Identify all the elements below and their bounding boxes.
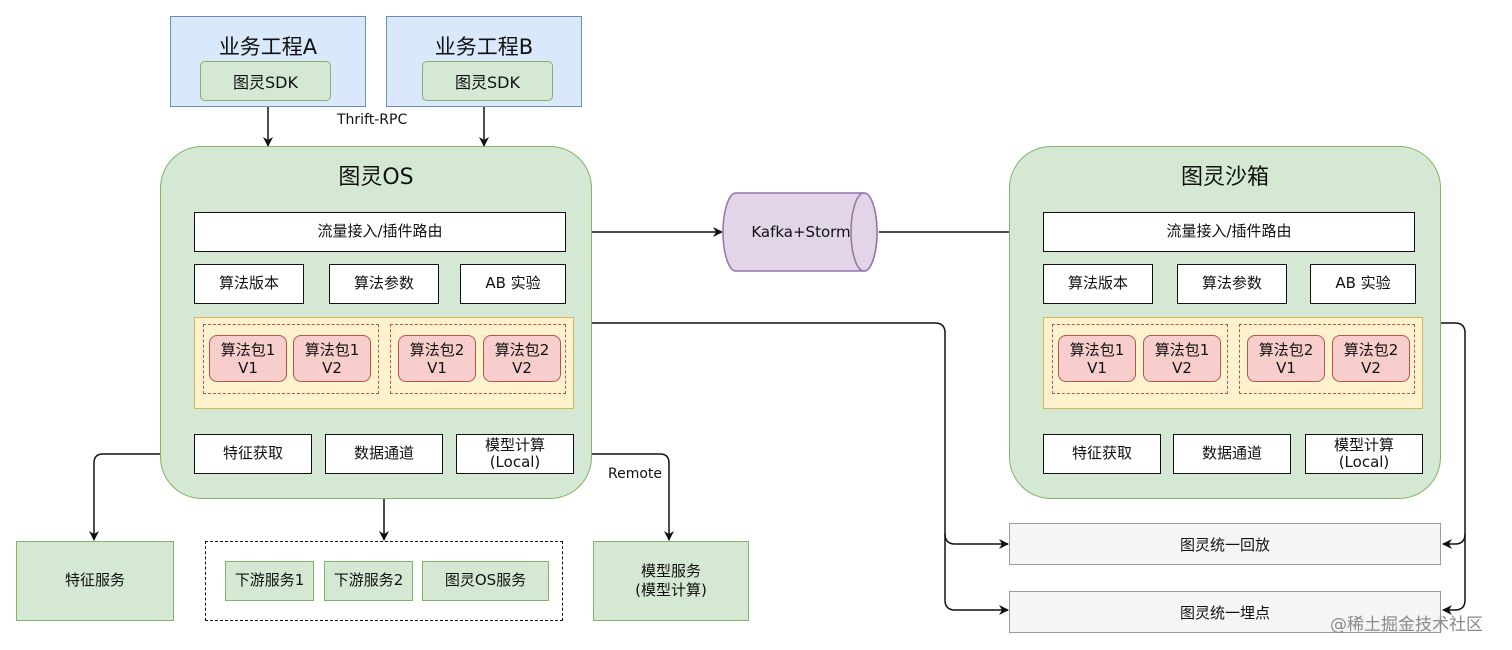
os-algo-params: 算法参数 <box>329 264 439 304</box>
business-project-b: 业务工程B 图灵SDK <box>386 16 582 107</box>
sandbox-algo-package-2-v1: 算法包2 V1 <box>1247 335 1325 382</box>
os-model-calc-local: 模型计算 (Local) <box>456 434 574 474</box>
os-package-group-2 <box>390 324 566 394</box>
os-ab-test: AB 实验 <box>460 264 566 304</box>
model-service-sublabel: (模型计算) <box>635 581 707 599</box>
package-version: V2 <box>1172 358 1192 377</box>
package-name: 算法包2 <box>494 340 550 359</box>
model-service-label: 模型服务 <box>640 561 701 580</box>
sandbox-data-channel: 数据通道 <box>1173 434 1291 474</box>
watermark: @稀土掘金技术社区 <box>1330 615 1483 635</box>
package-version: V2 <box>1361 358 1381 377</box>
model-service: 模型服务 (模型计算) <box>593 541 749 621</box>
package-version: V1 <box>1087 358 1107 377</box>
os-algo-package-1-v2: 算法包1 V2 <box>293 335 371 382</box>
model-calc-local-label: (Local) <box>489 453 541 471</box>
turing-os-service: 图灵OS服务 <box>422 561 549 601</box>
os-data-channel: 数据通道 <box>325 434 443 474</box>
model-calc-label: 模型计算 <box>1333 435 1394 454</box>
unified-tracking: 图灵统一埋点 <box>1009 591 1441 633</box>
sandbox-algo-params: 算法参数 <box>1177 264 1287 304</box>
os-algo-version: 算法版本 <box>194 264 304 304</box>
package-name: 算法包1 <box>1069 340 1125 359</box>
package-name: 算法包1 <box>304 340 360 359</box>
unified-replay: 图灵统一回放 <box>1009 523 1441 565</box>
os-feature-fetch: 特征获取 <box>194 434 312 474</box>
turing-os-title: 图灵OS <box>338 165 414 190</box>
os-algo-package-1-v1: 算法包1 V1 <box>209 335 287 382</box>
business-project-b-title: 业务工程B <box>434 35 534 59</box>
package-version: V1 <box>1276 358 1296 377</box>
sandbox-package-group-2 <box>1239 324 1415 394</box>
sandbox-algo-package-1-v1: 算法包1 V1 <box>1058 335 1136 382</box>
business-project-a-title: 业务工程A <box>218 35 318 59</box>
kafka-storm-queue <box>722 192 878 272</box>
sandbox-feature-fetch: 特征获取 <box>1043 434 1161 474</box>
business-project-a: 业务工程A 图灵SDK <box>170 16 366 107</box>
sandbox-traffic-routing: 流量接入/插件路由 <box>1043 212 1415 252</box>
model-calc-label: 模型计算 <box>484 435 545 454</box>
rpc-label: Thrift-RPC <box>337 112 408 128</box>
downstream-service-1: 下游服务1 <box>225 561 314 601</box>
sandbox-package-group-1 <box>1052 324 1228 394</box>
package-name: 算法包2 <box>409 340 465 359</box>
os-package-group-1 <box>203 324 379 394</box>
sandbox-algo-package-2-v2: 算法包2 V2 <box>1332 335 1410 382</box>
feature-service: 特征服务 <box>16 541 174 621</box>
package-version: V2 <box>512 358 532 377</box>
turing-sdk-b: 图灵SDK <box>422 61 553 101</box>
package-name: 算法包2 <box>1258 340 1314 359</box>
remote-label: Remote <box>608 466 663 482</box>
package-version: V1 <box>427 358 447 377</box>
os-traffic-routing: 流量接入/插件路由 <box>194 212 566 252</box>
package-name: 算法包1 <box>220 340 276 359</box>
sandbox-ab-test: AB 实验 <box>1310 264 1416 304</box>
kafka-storm-label: Kafka+Storm <box>751 223 851 241</box>
turing-sdk-a: 图灵SDK <box>200 61 331 101</box>
model-calc-local-label: (Local) <box>1338 453 1390 471</box>
downstream-service-2: 下游服务2 <box>324 561 413 601</box>
package-name: 算法包1 <box>1154 340 1210 359</box>
sandbox-algo-package-1-v2: 算法包1 V2 <box>1143 335 1221 382</box>
turing-sandbox-title: 图灵沙箱 <box>1180 165 1269 190</box>
os-algo-package-2-v1: 算法包2 V1 <box>398 335 476 382</box>
package-version: V1 <box>238 358 258 377</box>
sandbox-algo-version: 算法版本 <box>1043 264 1153 304</box>
package-version: V2 <box>322 358 342 377</box>
sandbox-model-calc-local: 模型计算 (Local) <box>1305 434 1423 474</box>
package-name: 算法包2 <box>1343 340 1399 359</box>
os-algo-package-2-v2: 算法包2 V2 <box>483 335 561 382</box>
